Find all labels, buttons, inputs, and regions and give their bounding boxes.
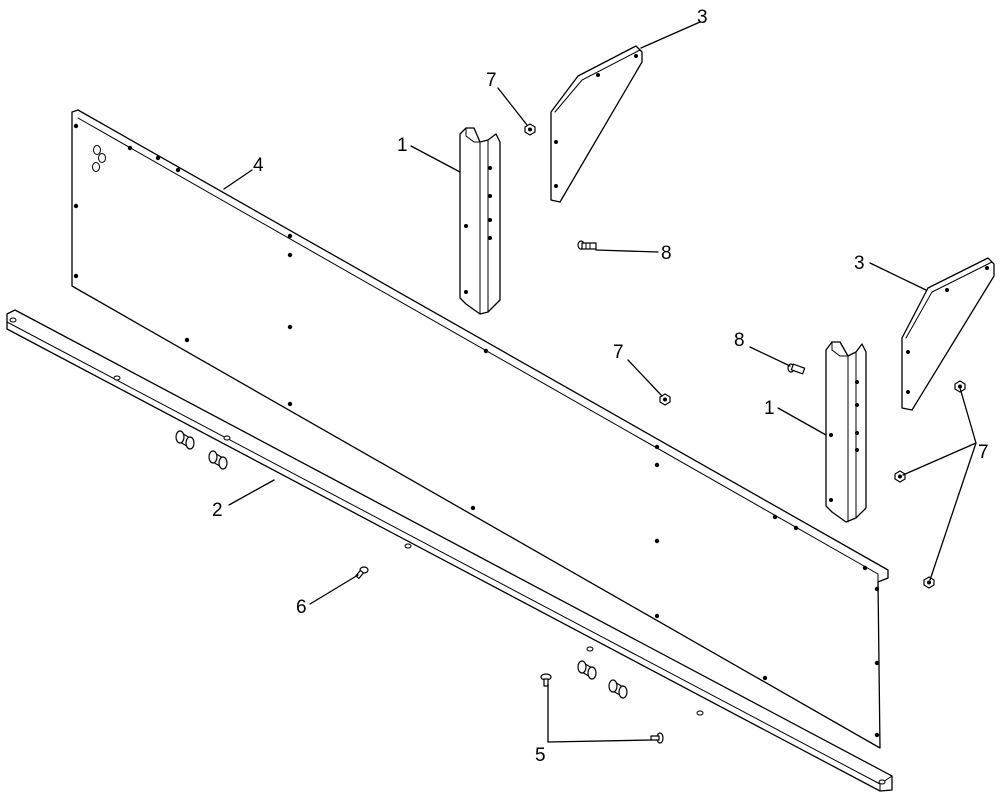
screw-part-6 (355, 566, 369, 579)
callout-2: 2 (212, 500, 223, 521)
screw-part-5 (650, 732, 664, 744)
post-part-1-lower (825, 341, 867, 523)
callout-5: 5 (535, 745, 546, 766)
panel-part-4 (71, 109, 889, 749)
nut-part-7 (954, 380, 966, 393)
nut-part-7 (923, 576, 935, 589)
callout-8-upper: 8 (661, 243, 672, 264)
gusset-part-3-upper (550, 45, 643, 203)
callout-7-upper: 7 (486, 70, 497, 91)
strip-part-2 (6, 309, 893, 792)
gusset-part-3-lower (901, 257, 995, 411)
callout-3-upper: 3 (697, 7, 708, 28)
post-part-1-upper (459, 127, 501, 315)
leader-lines (223, 21, 977, 743)
bolt-part-8 (577, 240, 597, 250)
bushing (608, 679, 628, 699)
nut-part-7 (524, 123, 536, 136)
callout-1-upper: 1 (397, 135, 408, 156)
nut-part-7 (659, 393, 671, 406)
bushing (208, 450, 228, 470)
callout-7-middle: 7 (613, 342, 624, 363)
bushing (577, 660, 597, 680)
bushing (175, 430, 195, 450)
callout-7-right: 7 (978, 442, 989, 463)
callout-3-lower: 3 (854, 253, 865, 274)
nut-part-7 (894, 470, 906, 483)
callout-labels: 1 1 2 3 3 4 5 6 7 7 7 8 8 (212, 7, 989, 766)
screw-part-5 (540, 673, 552, 687)
callout-6: 6 (296, 597, 307, 618)
callout-1-lower: 1 (764, 398, 775, 419)
bolt-part-8 (787, 363, 806, 375)
callout-4: 4 (253, 155, 264, 176)
callout-8-lower: 8 (734, 330, 745, 351)
